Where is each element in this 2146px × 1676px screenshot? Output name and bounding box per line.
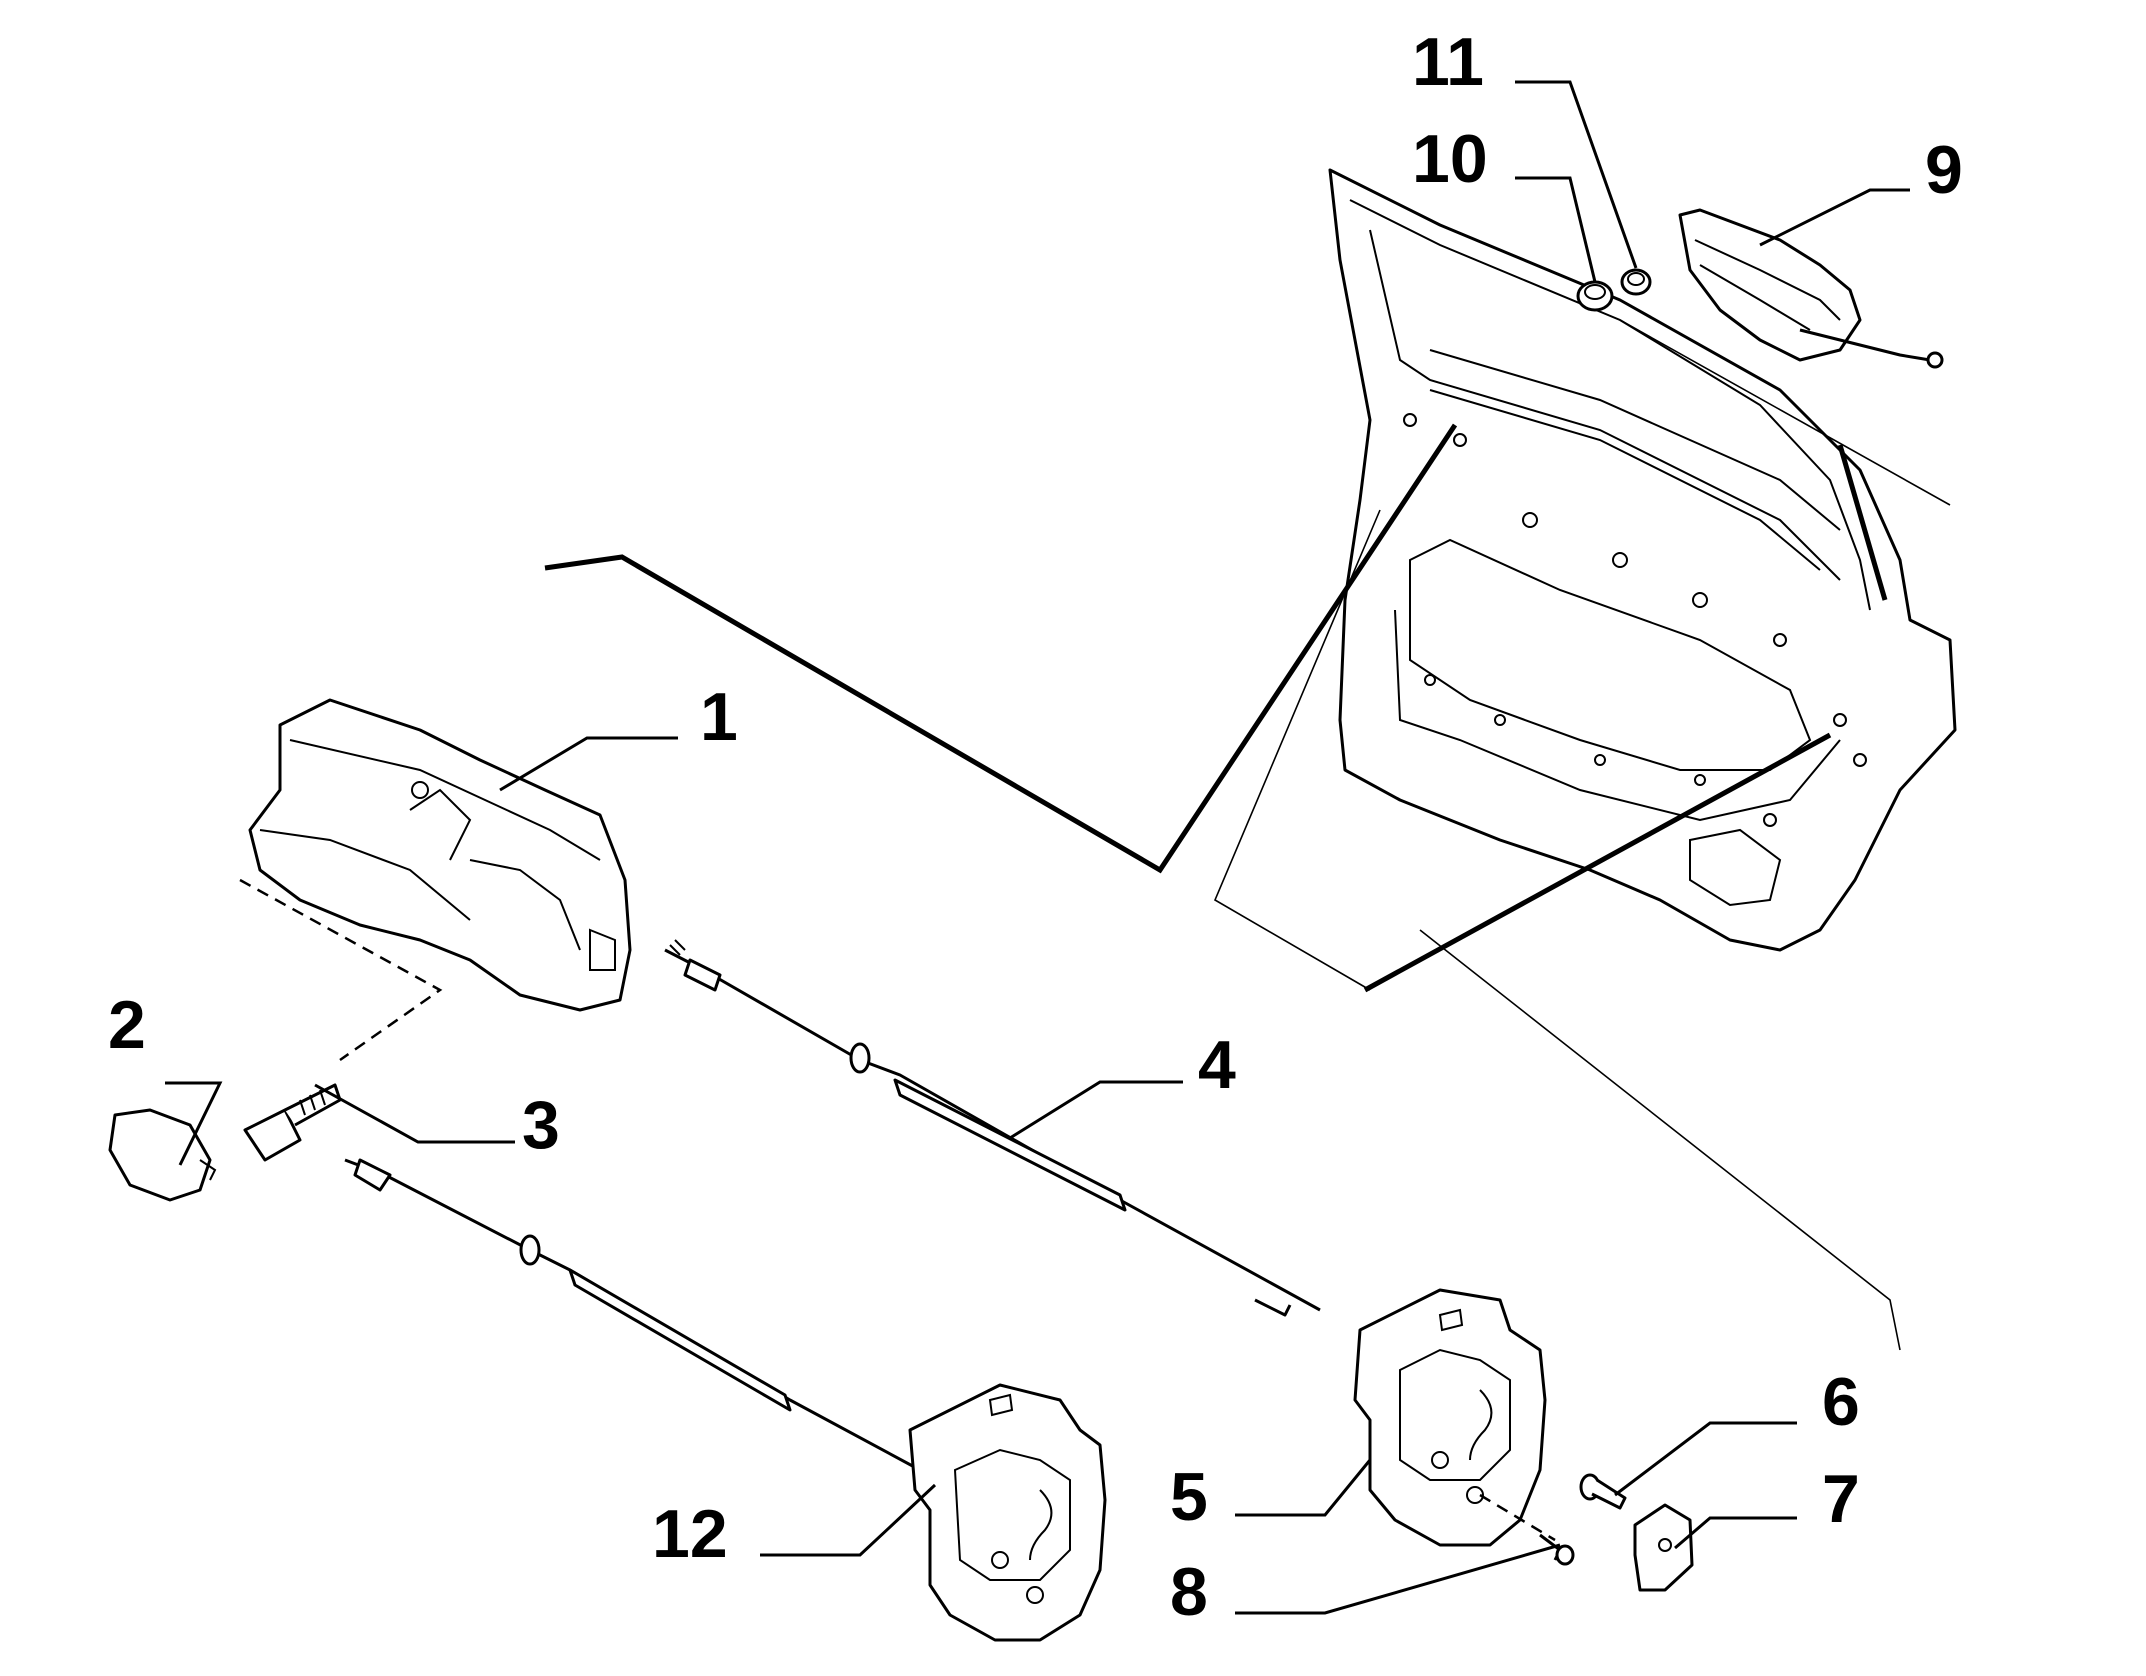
leader-line-4 bbox=[1009, 1080, 1183, 1140]
leader-line-8 bbox=[1235, 1543, 1561, 1615]
inner-handle-part bbox=[248, 698, 632, 1012]
leader-line-10 bbox=[1515, 176, 1597, 283]
leader-line-7 bbox=[1674, 1516, 1797, 1550]
leader-line-1 bbox=[499, 736, 678, 792]
assembly-leader-lower bbox=[1363, 732, 1832, 993]
callout-number-5: 5 bbox=[1170, 1459, 1208, 1535]
assembly-leader-upper bbox=[544, 423, 1458, 874]
door-panel bbox=[1213, 168, 1957, 1351]
outer-handle-part bbox=[1678, 208, 1944, 369]
leader-line-6 bbox=[1614, 1421, 1797, 1497]
callout-number-1: 1 bbox=[700, 679, 738, 755]
leader-line-3 bbox=[314, 1083, 515, 1144]
leader-line-9 bbox=[1759, 188, 1910, 247]
callout-number-3: 3 bbox=[522, 1087, 560, 1163]
callout-number-11: 11 bbox=[1412, 24, 1484, 100]
callout-number-10: 10 bbox=[1412, 121, 1488, 197]
callout-number-7: 7 bbox=[1822, 1461, 1860, 1537]
assembly-path-1 bbox=[239, 878, 443, 1062]
grommet-part-10 bbox=[1576, 280, 1614, 312]
rod-part-12 bbox=[344, 1158, 921, 1472]
bracket-part-7 bbox=[1633, 1503, 1694, 1592]
leader-line-2 bbox=[165, 1081, 223, 1166]
lock-part-12 bbox=[908, 1383, 1107, 1642]
callout-number-9: 9 bbox=[1925, 132, 1963, 208]
rod-part-4 bbox=[664, 939, 1321, 1317]
leader-line-11 bbox=[1515, 80, 1638, 269]
callout-number-12: 12 bbox=[652, 1496, 728, 1572]
callout-number-8: 8 bbox=[1170, 1554, 1208, 1630]
callout-number-6: 6 bbox=[1822, 1364, 1860, 1440]
screw-part-8 bbox=[1539, 1533, 1575, 1566]
callout-number-4: 4 bbox=[1198, 1027, 1236, 1103]
cap-part bbox=[108, 1108, 217, 1202]
screw-part bbox=[243, 1083, 342, 1162]
lock-part-5 bbox=[1353, 1288, 1547, 1547]
bolt-part-6 bbox=[1579, 1473, 1627, 1510]
leader-line-5 bbox=[1235, 1459, 1372, 1517]
callout-number-2: 2 bbox=[108, 987, 146, 1063]
assembly-path-8 bbox=[1479, 1493, 1556, 1542]
leader-line-12 bbox=[760, 1483, 937, 1557]
grommet-part-11 bbox=[1620, 268, 1652, 296]
